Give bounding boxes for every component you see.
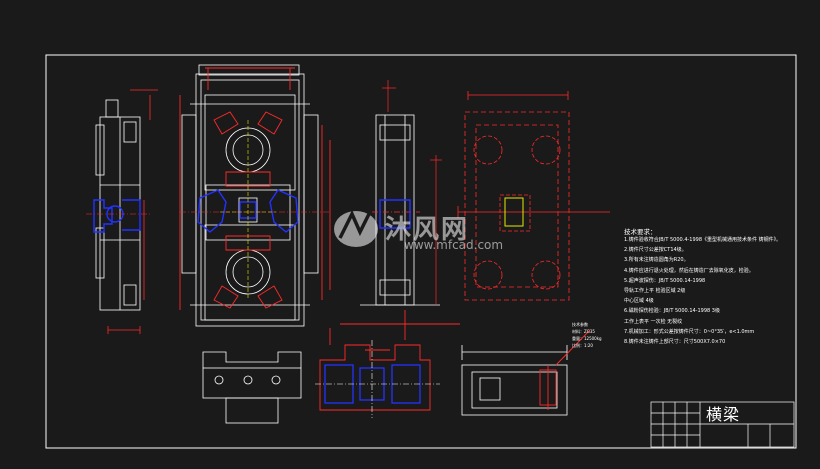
tech-note-line: 工作上表平 一次检 无裂纹 [624,318,683,325]
tech-note-line: 3.所有未注铸造圆角为R20。 [624,257,689,264]
tech-note-line: 6.磁粉探伤检验：JB/T 5000.14-1998 3级 [624,308,720,315]
section-bottom-middle-white [315,340,440,418]
tech-note-line: 中心区域 4级 [624,298,654,305]
param-note-line: 技术参数 [572,322,588,327]
side-narrow-dims [372,80,442,305]
mf-logo-icon [334,209,378,247]
tech-note-line: 导轨工作上平 检验区域 2级 [624,288,686,294]
drawing-frame [45,54,797,449]
tech-note-line: 2.铸件尺寸公差按CT14级。 [624,247,687,254]
param-note-line: 材料：ZG35 [572,329,595,334]
tech-note-line: 4.铸件应进行退火处理，然后在铸造厂去除氧化皮，检验。 [624,267,754,274]
tech-note-line: 8.铸件未注铸件上部尺寸：尺寸500X7.0×70 [624,339,726,345]
view-section-bottom-right [461,345,568,416]
top-right-yellow [504,197,524,227]
side-narrow-blue [379,199,411,229]
view-top-right [457,91,610,301]
tech-notes-title: 技术要求： [624,228,657,236]
section-bottom-right-red [539,329,591,410]
part-name: 横梁 [706,405,741,424]
tech-note-line: 7.机械加工：形式公差按铸件尺寸：0~0°35′，e<1.0mm [624,328,755,335]
view-section-bottom-middle [319,310,460,411]
title-block [650,401,795,448]
tech-note-line: 1.铸件验收符合JB/T 5000.4-1998《重型机械通用技术条件 铸钢件》… [624,237,782,243]
watermark-brand-en: www.mfcad.com [404,238,504,252]
view-side-elevation [95,89,158,334]
watermark-brand-cn: 沐风网 [385,215,470,245]
section-side-blue [86,199,152,233]
front-hidden-yellow [220,120,276,300]
view-side-narrow [360,114,440,306]
front-section-blue [180,189,330,233]
param-note-line: 重量：12500kg [572,336,602,341]
view-front-main [181,64,319,327]
front-hatch-red [179,67,331,310]
param-note-line: 比例：1:20 [572,343,593,348]
tech-note-line: 5.超声波探伤：JB/T 5000.14-1998 [624,277,706,284]
view-section-bottom-left [202,351,302,424]
